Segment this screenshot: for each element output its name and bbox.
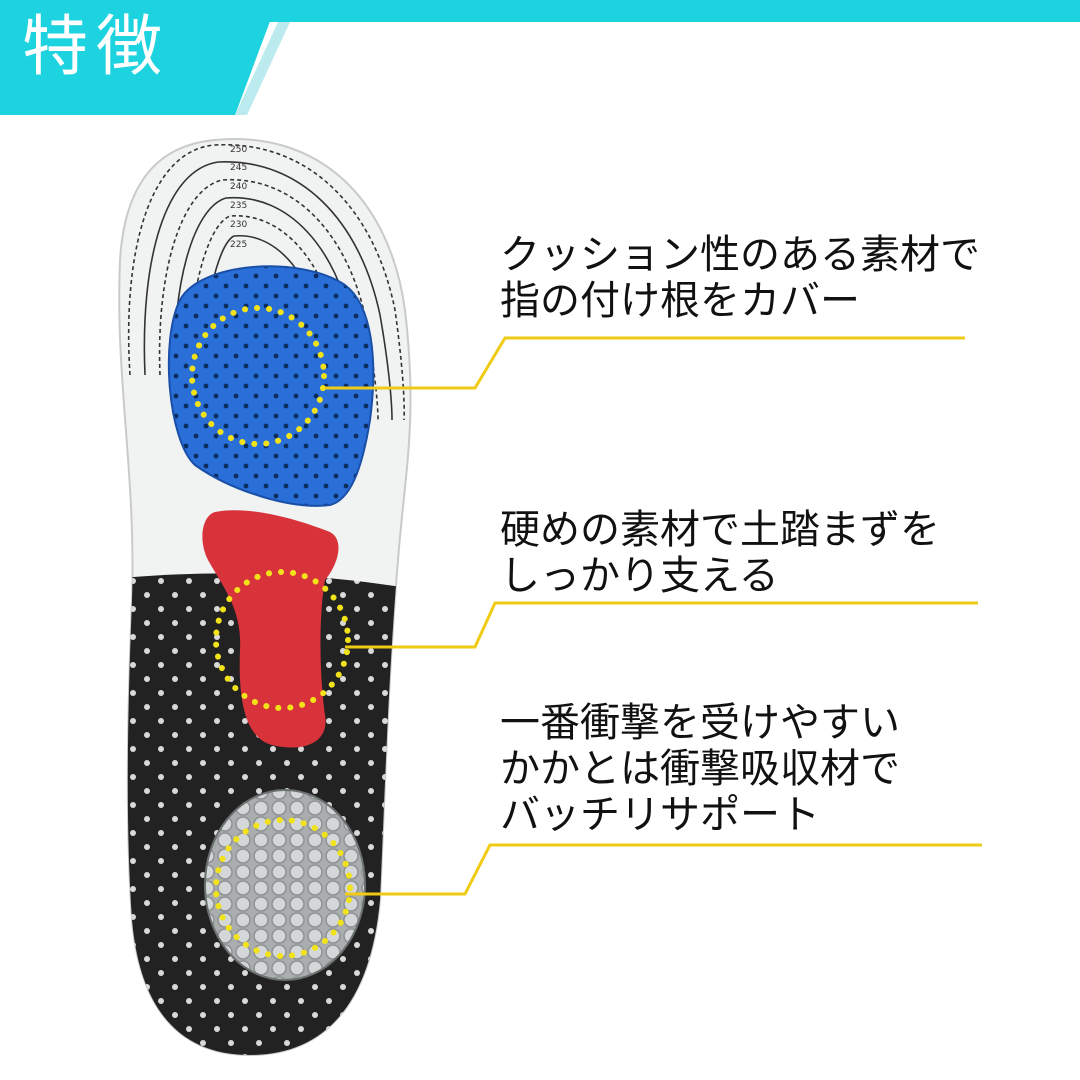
size-label: 235 [230,201,247,211]
callout-line: クッション性のある素材で [500,232,980,278]
arch-pad [202,510,339,748]
forefoot-highlight [189,305,327,447]
forefoot-pad [167,265,375,507]
callout-line: 指の付け根をカバー [500,278,860,324]
header-shape [0,0,1080,115]
heel-gel-pad [204,789,366,981]
size-label: 240 [230,182,247,192]
size-label: 250 [230,145,247,155]
callout-line: 硬めの素材で土踏まずを [500,507,940,553]
callout-forefoot: クッション性のある素材で 指の付け根をカバー [500,232,980,324]
callout-heel: 一番衝撃を受けやすい かかとは衝撃吸収材で バッチリサポート [500,700,900,838]
callout-line: 一番衝撃を受けやすい [500,700,900,746]
callout-line: かかとは衝撃吸収材で [500,746,900,792]
size-label: 230 [230,220,247,230]
size-label: 245 [230,163,247,173]
size-label: 225 [230,240,247,250]
header-banner: 特徴 [0,0,1080,115]
size-labels: 250 245 240 235 230 225 [230,145,247,250]
callout-arch: 硬めの素材で土踏まずを しっかり支える [500,507,940,599]
callout-line: バッチリサポート [500,792,820,838]
page-title: 特徴 [22,8,170,85]
callout-line: しっかり支える [500,553,779,599]
